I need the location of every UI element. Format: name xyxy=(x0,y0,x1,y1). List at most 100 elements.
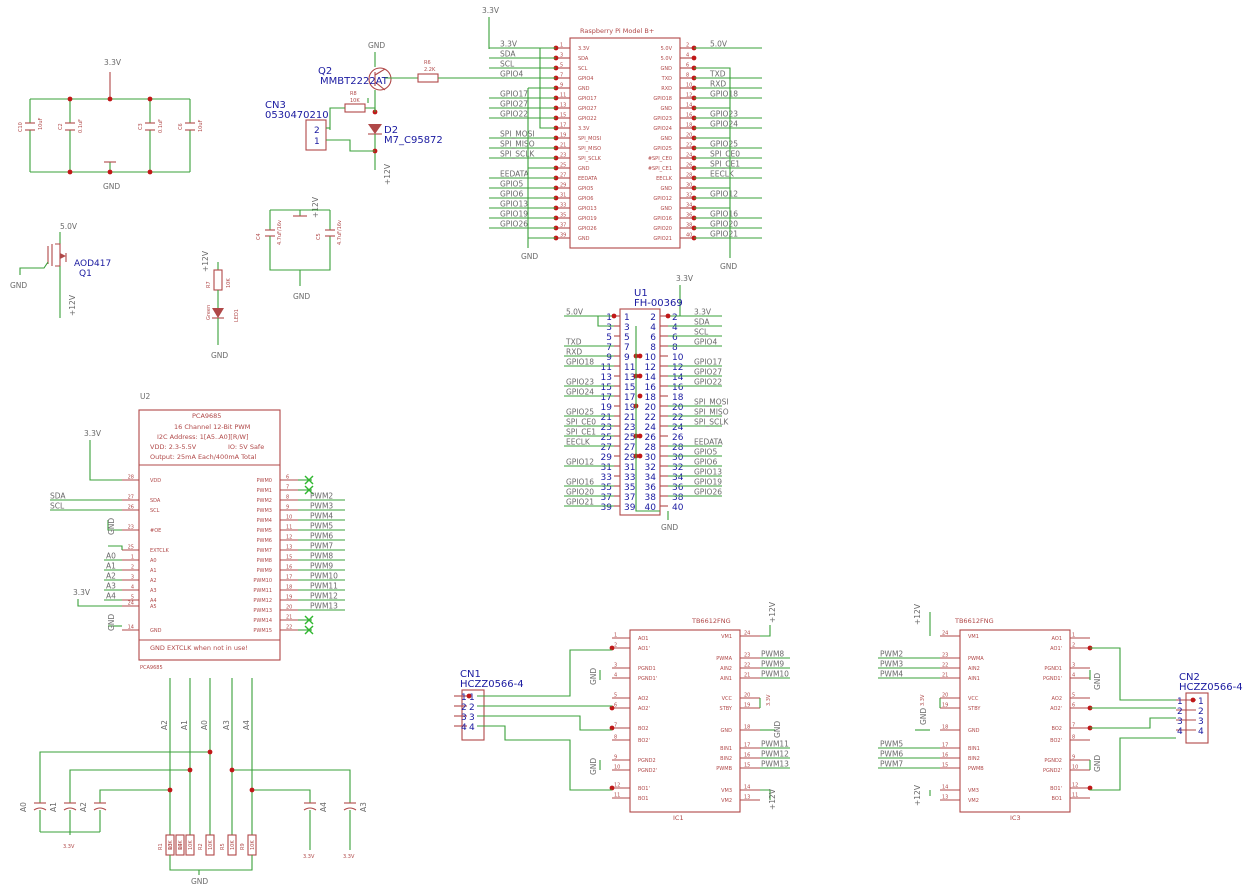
pca-pin-num: 16 xyxy=(286,565,292,571)
addr-cap-3v3: 3.3V xyxy=(63,844,75,850)
tb-pin-name: BIN2 xyxy=(968,756,980,762)
net-3v3-pca-a5: 3.3V xyxy=(73,588,91,597)
decoupling-capacitors: 3.3V GND C10 10uF C2 0.1uF C3 0.1uF C6 xyxy=(18,58,204,191)
rpi-pin-num: 3 xyxy=(560,53,563,59)
cn-pin-num: 3 xyxy=(469,713,475,723)
rpi-pin-num: 8 xyxy=(686,73,689,79)
rpi-net-left: SDA xyxy=(500,50,516,59)
rpi-pin-num: 37 xyxy=(560,223,566,229)
rpi-pin-num: 16 xyxy=(686,113,692,119)
svg-text:+12V: +12V xyxy=(913,784,922,806)
addr-res-name: R9 xyxy=(240,843,246,850)
addr-res-name: R1 xyxy=(158,843,164,850)
tb-pin-num: 15 xyxy=(942,763,948,769)
tb-pin-num: 12 xyxy=(614,783,620,789)
tb-pin-num: 10 xyxy=(1072,765,1078,771)
tb-pin-num: 21 xyxy=(942,673,948,679)
tb-pin-name: VM1 xyxy=(721,634,732,640)
tb-pin-num: 24 xyxy=(942,631,948,637)
pca-pin-name: PWM15 xyxy=(253,628,272,634)
u1-pin-num: 38 xyxy=(645,493,657,503)
svg-text:GND: GND xyxy=(589,758,598,775)
svg-text:+12V: +12V xyxy=(768,601,777,623)
u1-pin-num: 11 xyxy=(601,363,612,373)
svg-text:4.7uF/16v: 4.7uF/16v xyxy=(277,220,283,245)
addr-cap-label: A3 xyxy=(359,802,368,812)
rpi-pin-name: GND xyxy=(578,166,590,172)
rpi-pin-num: 7 xyxy=(560,73,563,79)
tb-pin-num: 22 xyxy=(744,663,750,669)
u1-pin-num: 25 xyxy=(624,433,635,443)
u1-net-left: EECLK xyxy=(566,438,591,447)
tb-pin-name: GND xyxy=(721,728,733,734)
tb-pin-name: STBY xyxy=(720,706,733,712)
cn1-label: CN1 xyxy=(460,669,481,680)
tb-pin-num: 17 xyxy=(744,743,750,749)
tb-pin-name: PGND2 xyxy=(638,758,656,764)
u1-pin-num: 27 xyxy=(624,443,635,453)
tb-pin-num: 19 xyxy=(744,703,750,709)
rpi-pin-num: 28 xyxy=(686,173,692,179)
tb-pin-name: BO1' xyxy=(638,786,650,792)
rpi-pin-name: SPI_SCLK xyxy=(578,156,602,162)
rpi-pin-name: GPIO6 xyxy=(578,196,593,202)
pca-pin-num: 24 xyxy=(128,601,134,607)
u1-pin-num: 37 xyxy=(624,493,635,503)
u1-net-right: GPIO27 xyxy=(694,368,722,377)
addr-res-name: R5 xyxy=(220,843,226,850)
svg-text:10uF: 10uF xyxy=(38,117,44,130)
cn-pin-num: 2 xyxy=(1198,707,1204,717)
tb-3v3: 3.3V xyxy=(766,694,772,706)
cn-pin-num: 2 xyxy=(469,703,475,713)
pca-pin-name: A2 xyxy=(150,578,157,584)
tb-pin-num: 8 xyxy=(1072,735,1075,741)
pca-pin-num: 28 xyxy=(128,475,134,481)
u1-net-left: GPIO21 xyxy=(566,498,594,507)
motor-wiring xyxy=(477,647,1176,791)
pca9685-driver: U2 PCA9685 16 Channel 12-Bit PWM I2C Add… xyxy=(50,392,345,671)
rpi-pin-name: GPIO27 xyxy=(578,106,597,112)
pca-net-right: PWM9 xyxy=(310,562,333,571)
tb-pin-name: AO1' xyxy=(1050,646,1062,652)
rpi-net-right: GPIO25 xyxy=(710,140,738,149)
rpi-pin-num: 6 xyxy=(686,63,689,69)
pca-pin-num: 26 xyxy=(128,505,134,511)
u1-net-right: GPIO22 xyxy=(694,378,722,387)
pca-net-right: PWM2 xyxy=(310,492,333,501)
rpi-pin-name: GPIO24 xyxy=(653,126,672,132)
tb-net: PWM12 xyxy=(761,750,789,759)
svg-text:C10: C10 xyxy=(18,122,24,132)
u1-net-left: 5.0V xyxy=(566,308,584,317)
u1-pin-num: 21 xyxy=(601,413,612,423)
tb-pin-num: 3 xyxy=(1072,663,1075,669)
tb-pin-name: BIN2 xyxy=(720,756,732,762)
rpi-pin-name: SPI_MOSI xyxy=(578,136,601,142)
rpi-net-left: GPIO6 xyxy=(500,190,523,199)
pca-pin-name: A1 xyxy=(150,568,157,574)
rpi-pin-name: GPIO25 xyxy=(653,146,672,152)
pca-pin-num: 18 xyxy=(286,585,292,591)
pca-pin-num: 14 xyxy=(128,625,134,631)
rpi-pin-name: GND xyxy=(661,186,673,192)
addr-cap-label: A0 xyxy=(19,802,28,812)
tb-pin-name: VM1 xyxy=(968,634,979,640)
net-3v3-rpi-top: 3.3V xyxy=(482,6,500,15)
u1-net-right: SDA xyxy=(694,318,710,327)
svg-text:+12V: +12V xyxy=(913,603,922,625)
tb-pin-num: 2 xyxy=(1072,643,1075,649)
tb-pin-name: AO1' xyxy=(638,646,650,652)
pca-net-right: PWM7 xyxy=(310,542,333,551)
u1-net-left: GPIO25 xyxy=(566,408,594,417)
svg-text:I2C Address: 1[A5..A0][R/W]: I2C Address: 1[A5..A0][R/W] xyxy=(157,433,249,441)
tb-net: PWM11 xyxy=(761,740,789,749)
tb-pin-name: AO1 xyxy=(638,636,648,642)
u1-pin-num: 2 xyxy=(650,313,656,323)
rpi-net-left: GPIO19 xyxy=(500,210,528,219)
u1-net-right: SCL xyxy=(694,328,709,337)
net-gnd-u1: GND xyxy=(661,523,678,532)
tb-pin-num: 2 xyxy=(614,643,617,649)
tb-pin-name: AO2' xyxy=(638,706,650,712)
u1-net-left: SPI_CE1 xyxy=(566,428,596,437)
cap-c10: C10 10uF xyxy=(18,99,44,172)
